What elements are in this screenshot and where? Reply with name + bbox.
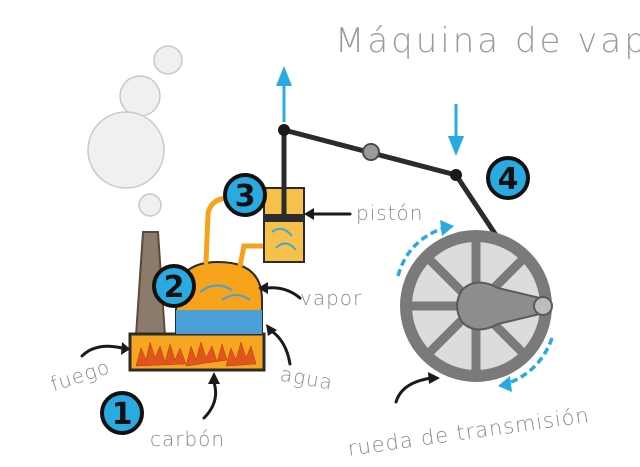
smoke-clouds	[87, 45, 183, 217]
boiler	[175, 260, 263, 335]
step-badge-4: 4	[486, 156, 530, 200]
boiler-water	[176, 310, 262, 334]
pivot-joint-right	[450, 169, 462, 181]
step-number-4: 4	[498, 162, 519, 197]
step-number-3: 3	[235, 179, 256, 214]
step-badge-2: 2	[152, 264, 196, 308]
label-vapor: vapor	[300, 286, 362, 310]
fire-flames	[135, 341, 257, 367]
pivot-joint-top-left	[278, 124, 290, 136]
step-number-2: 2	[164, 270, 185, 305]
label-agua: agua	[278, 362, 335, 395]
piston-head	[264, 214, 304, 222]
up-arrow	[276, 66, 292, 122]
down-arrow	[448, 104, 464, 156]
step-number-1: 1	[112, 397, 133, 432]
label-fuego: fuego	[47, 354, 113, 396]
diagram-title: Máquina de vapor	[335, 21, 640, 61]
rotation-arrows	[396, 220, 554, 392]
flywheel	[400, 230, 553, 382]
step-badge-1: 1	[100, 391, 144, 435]
pivot-joint-middle	[362, 143, 380, 161]
label-rueda: rueda de transmisión	[346, 403, 591, 461]
label-pointer-heads	[121, 208, 440, 384]
label-carbon: carbón	[150, 427, 225, 451]
step-badge-3: 3	[223, 173, 267, 217]
label-piston: pistón	[356, 201, 423, 225]
